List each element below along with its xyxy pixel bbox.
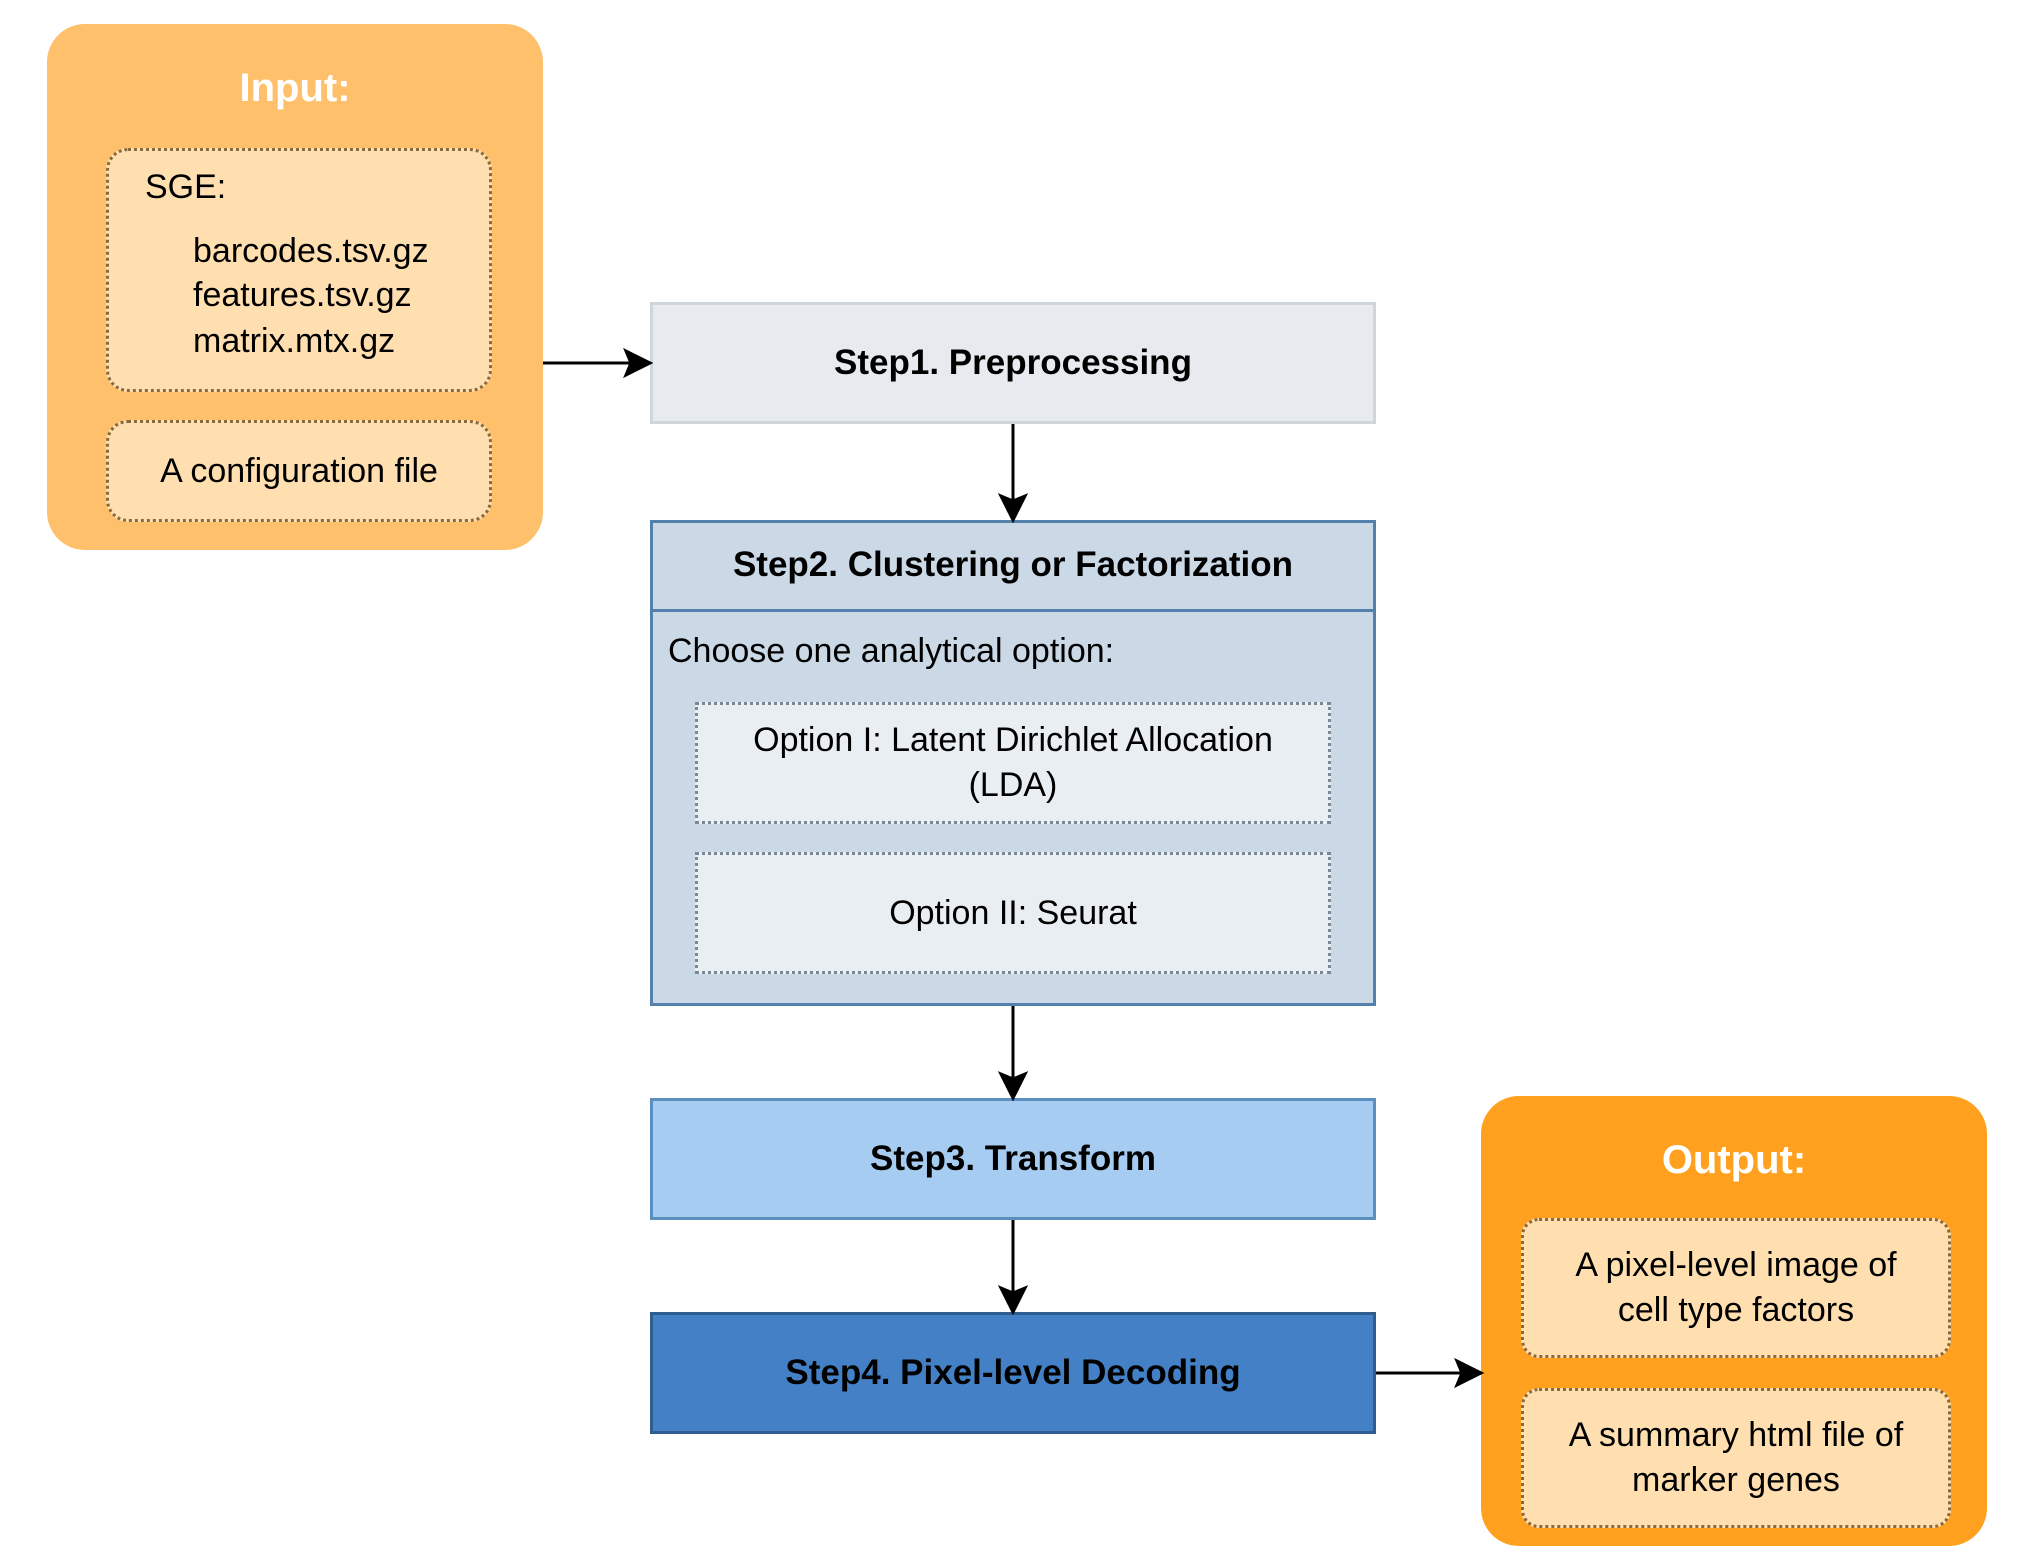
arrowhead-step1-to-step2 [997, 493, 1029, 524]
sge-file-barcodes: barcodes.tsv.gz [193, 232, 429, 270]
step4-pixel-level-decoding: Step4. Pixel-level Decoding [650, 1312, 1376, 1434]
step2-title: Step2. Clustering or Factorization [650, 520, 1376, 612]
sge-file-matrix: matrix.mtx.gz [193, 322, 396, 360]
output-summary-line2: marker genes [1632, 1461, 1840, 1499]
output-summary-box: A summary html file of marker genes [1521, 1388, 1951, 1528]
output-summary-line1: A summary html file of [1568, 1416, 1904, 1454]
arrowhead-step3-to-step4 [997, 1285, 1029, 1316]
input-title: Input: [239, 65, 351, 110]
step3-transform: Step3. Transform [650, 1098, 1376, 1220]
option-seurat-box: Option II: Seurat [695, 852, 1331, 974]
sge-box [106, 148, 492, 392]
output-image-line1: A pixel-level image of [1575, 1246, 1897, 1284]
arrowhead-input-to-step1 [623, 347, 654, 379]
output-title: Output: [1661, 1137, 1807, 1182]
output-image-line2: cell type factors [1617, 1291, 1855, 1329]
option-lda-line1: Option I: Latent Dirichlet Allocation [753, 721, 1273, 759]
step2-prompt: Choose one analytical option: [668, 632, 1115, 670]
option-lda-box: Option I: Latent Dirichlet Allocation (L… [695, 702, 1331, 824]
sge-label: SGE: [145, 168, 227, 206]
step1-preprocessing: Step1. Preprocessing [650, 302, 1376, 424]
config-file-box: A configuration file [106, 420, 492, 522]
option-lda-line2: (LDA) [968, 766, 1058, 804]
sge-file-features: features.tsv.gz [193, 276, 412, 314]
output-image-box: A pixel-level image of cell type factors [1521, 1218, 1951, 1358]
arrowhead-step4-to-output [1454, 1357, 1485, 1389]
arrowhead-step2-to-step3 [997, 1071, 1029, 1102]
